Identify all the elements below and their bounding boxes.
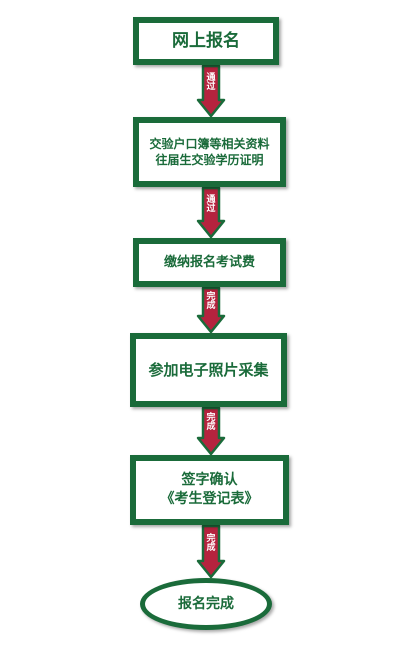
flow-arrow-5 <box>196 524 226 579</box>
step-text-line: 报名完成 <box>178 595 234 612</box>
arrow-label-2: 通过 <box>206 194 216 214</box>
flow-arrow-1 <box>196 64 226 118</box>
step-text-line: 交验户口簿等相关资料 <box>149 136 270 151</box>
step-text-line: 参加电子照片采集 <box>148 360 269 379</box>
step-text-line: 缴纳报名考试费 <box>163 254 255 270</box>
arrow-label-3: 完成 <box>206 292 216 311</box>
step-box-step5: 签字确认《考生登记表》 <box>130 455 289 525</box>
step-box-step3: 缴纳报名考试费 <box>133 238 286 287</box>
step-box-step1: 网上报名 <box>133 17 279 65</box>
arrow-label-5: 完成 <box>206 533 216 553</box>
flow-arrow-3 <box>196 286 226 334</box>
arrow-label-1: 通过 <box>206 73 216 92</box>
step-box-step2: 交验户口簿等相关资料往届生交验学历证明 <box>133 117 286 187</box>
step-text-line: 往届生交验学历证明 <box>155 153 264 167</box>
step-text-line: 《考生登记表》 <box>160 491 259 507</box>
step-text-line: 网上报名 <box>172 30 240 51</box>
flow-arrow-4 <box>196 406 226 456</box>
flow-arrow-2 <box>196 186 226 239</box>
end-node-step6: 报名完成 <box>140 578 272 630</box>
step-text-line: 签字确认 <box>181 472 238 489</box>
step-box-step4: 参加电子照片采集 <box>130 333 287 407</box>
arrow-label-4: 完成 <box>206 413 216 432</box>
